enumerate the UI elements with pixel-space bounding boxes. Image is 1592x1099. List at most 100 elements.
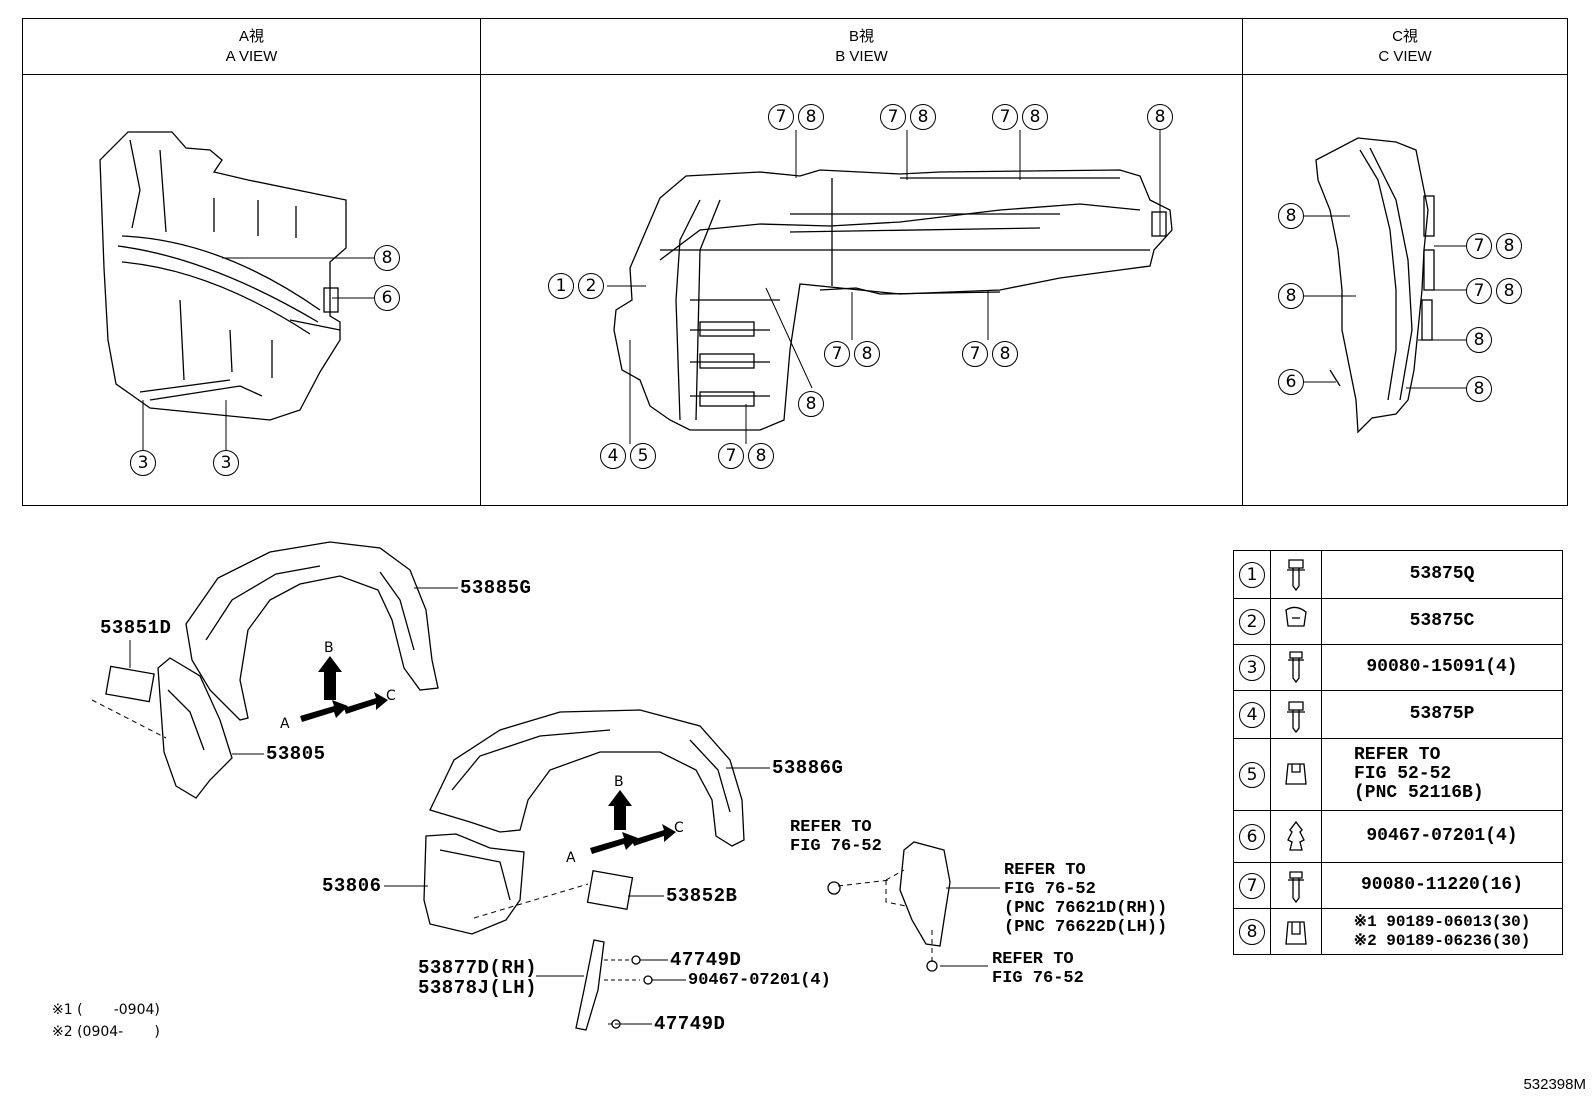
arrow-label-a: A [566, 850, 576, 866]
arrow-label-c: C [674, 820, 684, 836]
refer-line: FIG 76-52 [992, 969, 1084, 988]
b-callout-8: 8 [992, 341, 1018, 367]
refer-line: REFER TO [1004, 861, 1086, 880]
lower-middle-leaders [384, 767, 770, 1025]
legend-part: 90467-07201(4) [1321, 810, 1563, 863]
legend-row: 8※1 90189-06013(30)※2 90189-06236(30) [1233, 908, 1563, 955]
b-callout-2: 2 [578, 273, 604, 299]
c-view-liner-drawing [1315, 137, 1435, 434]
b-callout-7: 7 [962, 341, 988, 367]
legend-part-line: ※1 90189-06013(30) [1353, 912, 1531, 931]
upper-liner-53885g-drawing [185, 541, 439, 721]
shield-53805-drawing [157, 657, 233, 799]
push-clip-icon [1270, 810, 1322, 863]
b-callout-4: 4 [600, 443, 626, 469]
part-label-53886g: 53886G [772, 757, 844, 779]
b-callout-7: 7 [824, 341, 850, 367]
b-callout-7: 7 [992, 104, 1018, 130]
part-label-47749d-upper: 47749D [670, 949, 742, 971]
refer-line: REFER TO [790, 818, 872, 837]
a-view-panel: A視 A VIEW [23, 19, 481, 505]
legend-part: ※1 90189-06013(30)※2 90189-06236(30) [1321, 908, 1563, 955]
a-callout-3-right: 3 [213, 450, 239, 476]
b-callout-8: 8 [854, 341, 880, 367]
legend-number: 5 [1239, 761, 1265, 788]
legend-number: 1 [1239, 561, 1265, 588]
nut-clip-icon [1270, 738, 1322, 811]
part-label-53852b: 53852B [666, 885, 738, 907]
illustration-code: 532398M [1523, 1076, 1586, 1093]
lower-left-leaders [129, 587, 458, 755]
legend-part: 53875P [1321, 690, 1563, 739]
refer-line: (PNC 76621D(RH)) [1004, 899, 1168, 918]
b-view-liner-drawing [613, 169, 1173, 431]
b-callout-1: 1 [548, 273, 574, 299]
mudguard-drawing [827, 841, 1000, 972]
direction-arrows-left [300, 656, 388, 722]
b-callout-8: 8 [1022, 104, 1048, 130]
c-view-title-en: C VIEW [1378, 48, 1432, 65]
b-callout-7: 7 [718, 443, 744, 469]
b-callout-5: 5 [630, 443, 656, 469]
b-view-title-en: B VIEW [835, 48, 888, 65]
b-callout-8: 8 [748, 443, 774, 469]
c-callout-6: 6 [1278, 369, 1304, 395]
lower-liner-53886g-drawing [429, 709, 745, 847]
c-callout-8: 8 [1496, 278, 1522, 304]
b-view-panel: B視 B VIEW [481, 19, 1243, 505]
screw-icon [1270, 862, 1322, 909]
c-callout-7: 7 [1466, 233, 1492, 259]
bracket-drawing [575, 939, 653, 1031]
arrow-label-a: A [280, 716, 290, 732]
a-view-header: A視 A VIEW [23, 19, 480, 75]
b-callout-8: 8 [798, 391, 824, 417]
b-view-header: B視 B VIEW [481, 19, 1242, 75]
arrow-label-b: B [324, 640, 334, 656]
part-label-53805: 53805 [266, 743, 326, 765]
legend-number: 6 [1239, 823, 1265, 850]
c-callout-8: 8 [1466, 376, 1492, 402]
part-label-53878j: 53878J(LH) [418, 977, 538, 999]
pad-53852b-drawing [586, 870, 634, 910]
c-view-header: C視 C VIEW [1243, 19, 1567, 75]
a-callout-3-left: 3 [130, 450, 156, 476]
nut-icon [1270, 908, 1322, 955]
c-callout-8: 8 [1278, 203, 1304, 229]
a-callout-8: 8 [374, 245, 400, 271]
screw-icon [1270, 644, 1322, 691]
refer-line: FIG 76-52 [790, 837, 882, 856]
refer-line: (PNC 76622D(LH)) [1004, 918, 1168, 937]
part-label-90467: 90467-07201(4) [688, 971, 831, 990]
legend-part-line: REFER TO [1354, 745, 1441, 765]
a-callout-6: 6 [374, 285, 400, 311]
b-view-title-jp: B視 [848, 28, 874, 45]
refer-line: REFER TO [992, 950, 1074, 969]
c-view-panel: C視 C VIEW [1243, 19, 1567, 505]
view-panels: A視 A VIEW B視 B VIEW C視 C VIEW [22, 18, 1568, 506]
c-callout-8: 8 [1466, 327, 1492, 353]
part-label-53877d: 53877D(RH) [418, 957, 538, 979]
part-label-47749d-lower: 47749D [654, 1013, 726, 1035]
shield-53806-drawing [423, 833, 525, 935]
b-view-leaders [607, 130, 1161, 444]
legend-number: 3 [1239, 654, 1265, 681]
refer-line: FIG 76-52 [1004, 880, 1096, 899]
legend-row: 6 90467-07201(4) [1233, 810, 1563, 863]
b-callout-8: 8 [798, 104, 824, 130]
bolt-icon [1270, 690, 1322, 739]
pad-53852b-dashed-line [473, 883, 589, 919]
c-callout-8: 8 [1278, 283, 1304, 309]
c-callout-7: 7 [1466, 278, 1492, 304]
arrow-label-b: B [614, 774, 624, 790]
part-label-53885g: 53885G [460, 577, 532, 599]
part-label-53806: 53806 [322, 875, 382, 897]
part-label-53851d: 53851D [100, 617, 172, 639]
